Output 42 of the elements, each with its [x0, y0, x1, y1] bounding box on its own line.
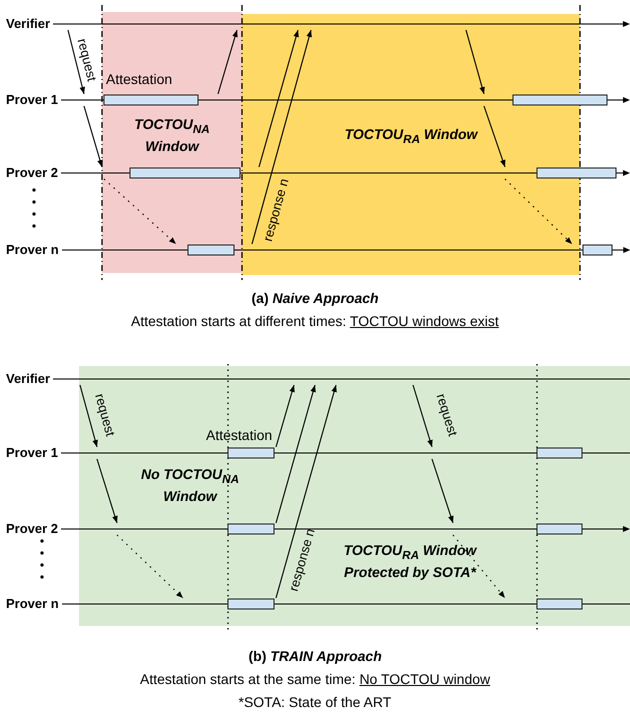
participant-label: Prover 2 [6, 523, 60, 535]
edge-label: request [74, 37, 98, 83]
participant-label: Prover 1 [6, 447, 60, 459]
text-label: Attestation [106, 71, 172, 88]
message-arrow [275, 384, 295, 448]
message-arrow [275, 384, 316, 524]
participant-label: Prover n [6, 598, 60, 610]
text-label: Attestation [206, 427, 272, 444]
participant-label: Prover 1 [6, 94, 60, 106]
message-arrow [217, 30, 238, 94]
figure-caption-title: (b) TRAIN Approach [248, 648, 382, 665]
message-arrow [96, 458, 118, 524]
participant-label: Verifier [6, 18, 52, 30]
window-label: TOCTOU$_{RA}$ Window [344, 126, 479, 148]
message-arrow [67, 30, 86, 94]
message-arrow [504, 178, 572, 244]
message-arrow [104, 178, 176, 244]
caption-text: Attestation starts at different times: TOCTOU windows exist [131, 313, 499, 330]
message-arrow [412, 384, 433, 448]
window-label: TOCTOU$_{RA}$ Window Protected by SOTA* [342, 542, 478, 581]
footnote: *SOTA: State of the ART [238, 694, 392, 711]
message-arrow [465, 30, 485, 94]
window-label: No TOCTOU$_{NA}$ Window [140, 466, 240, 505]
message-arrow [452, 534, 506, 598]
edge-label: response n [286, 527, 318, 593]
message-arrow [431, 458, 454, 524]
participant-label: Prover 2 [6, 167, 60, 179]
window-label: TOCTOU$_{NA}$ Window [133, 116, 211, 155]
figure-caption-title: (a) Naive Approach [252, 290, 379, 307]
participant-label: Verifier [6, 373, 52, 385]
message-arrow [83, 106, 103, 168]
message-arrow [275, 384, 337, 598]
message-arrow [258, 30, 299, 168]
message-arrow [116, 534, 184, 598]
message-arrow [251, 30, 312, 244]
participant-label: Prover n [6, 244, 60, 256]
edge-label: response n [260, 177, 292, 243]
message-arrow [79, 384, 98, 448]
edge-label: request [433, 392, 460, 438]
edge-label: request [92, 392, 117, 438]
caption-text: Attestation starts at the same time: No TOCTOU window [140, 671, 490, 688]
message-arrow [483, 106, 506, 168]
